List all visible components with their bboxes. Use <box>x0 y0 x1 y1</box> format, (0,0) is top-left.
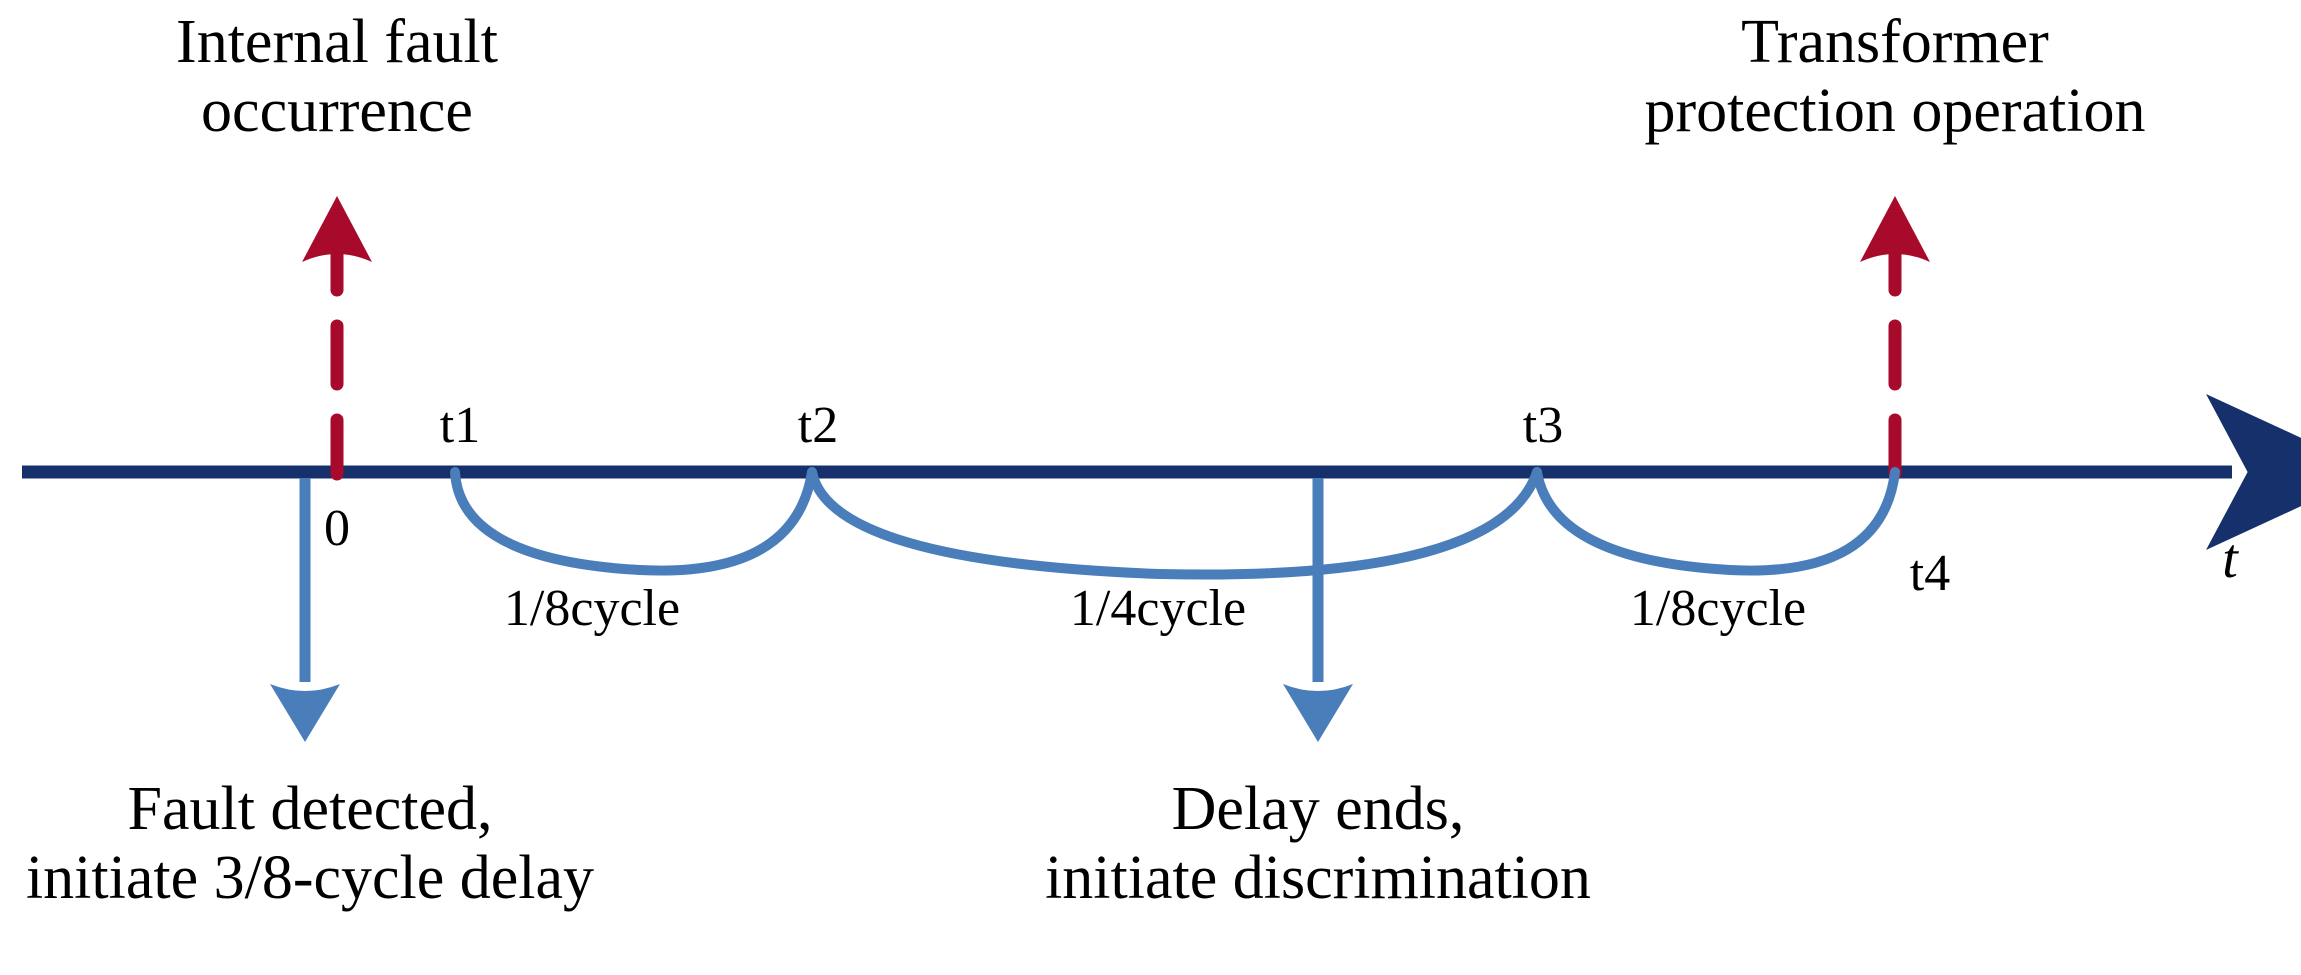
fault-occurrence-marker <box>302 196 372 481</box>
delay-ends-label: Delay ends,initiate discrimination <box>1045 775 1591 914</box>
fault-detected-line2: initiate 3/8-cycle delay <box>25 844 595 913</box>
axis-variable-label: t <box>2222 528 2238 590</box>
tick-label-t1: t1 <box>439 397 481 454</box>
fault-detected-marker <box>270 478 340 742</box>
internal-fault-occurrence-line1: Internal fault <box>176 8 498 76</box>
delay-ends-line2: initiate discrimination <box>1045 844 1591 913</box>
fault-detected-arrowhead-icon <box>270 684 340 742</box>
interval-label-t3-t4: 1/8cycle <box>1629 580 1807 637</box>
tick-label-t3: t3 <box>1522 397 1564 454</box>
delay-ends-line1: Delay ends, <box>1171 775 1465 843</box>
interval-arc-t2-t3 <box>807 467 1542 580</box>
axis-origin-label: 0 <box>324 500 350 557</box>
delay-ends-marker <box>1283 478 1353 742</box>
tick-label-t4: t4 <box>1909 545 1951 602</box>
fault-detected-line1: Fault detected, <box>127 775 493 843</box>
protection-operation-arrowhead-icon <box>1860 196 1930 262</box>
transformer-protection-operation-line1: Transformer <box>1741 8 2049 76</box>
interval-label-t2-t3: 1/4cycle <box>1069 580 1247 637</box>
tick-label-t2: t2 <box>797 397 839 454</box>
delay-ends-arrowhead-icon <box>1283 684 1353 742</box>
internal-fault-occurrence-line2: occurrence <box>201 77 473 146</box>
interval-label-t1-t2: 1/8cycle <box>503 580 681 637</box>
protection-operation-marker <box>1860 196 1930 481</box>
interval-arc-t3-t4 <box>1532 467 1900 576</box>
fault-occurrence-arrowhead-icon <box>302 196 372 262</box>
interval-arc-t1-t2 <box>450 467 817 576</box>
fault-detected-label: Fault detected,initiate 3/8-cycle delay <box>26 775 594 914</box>
transformer-protection-operation-line2: protection operation <box>1644 77 2146 146</box>
